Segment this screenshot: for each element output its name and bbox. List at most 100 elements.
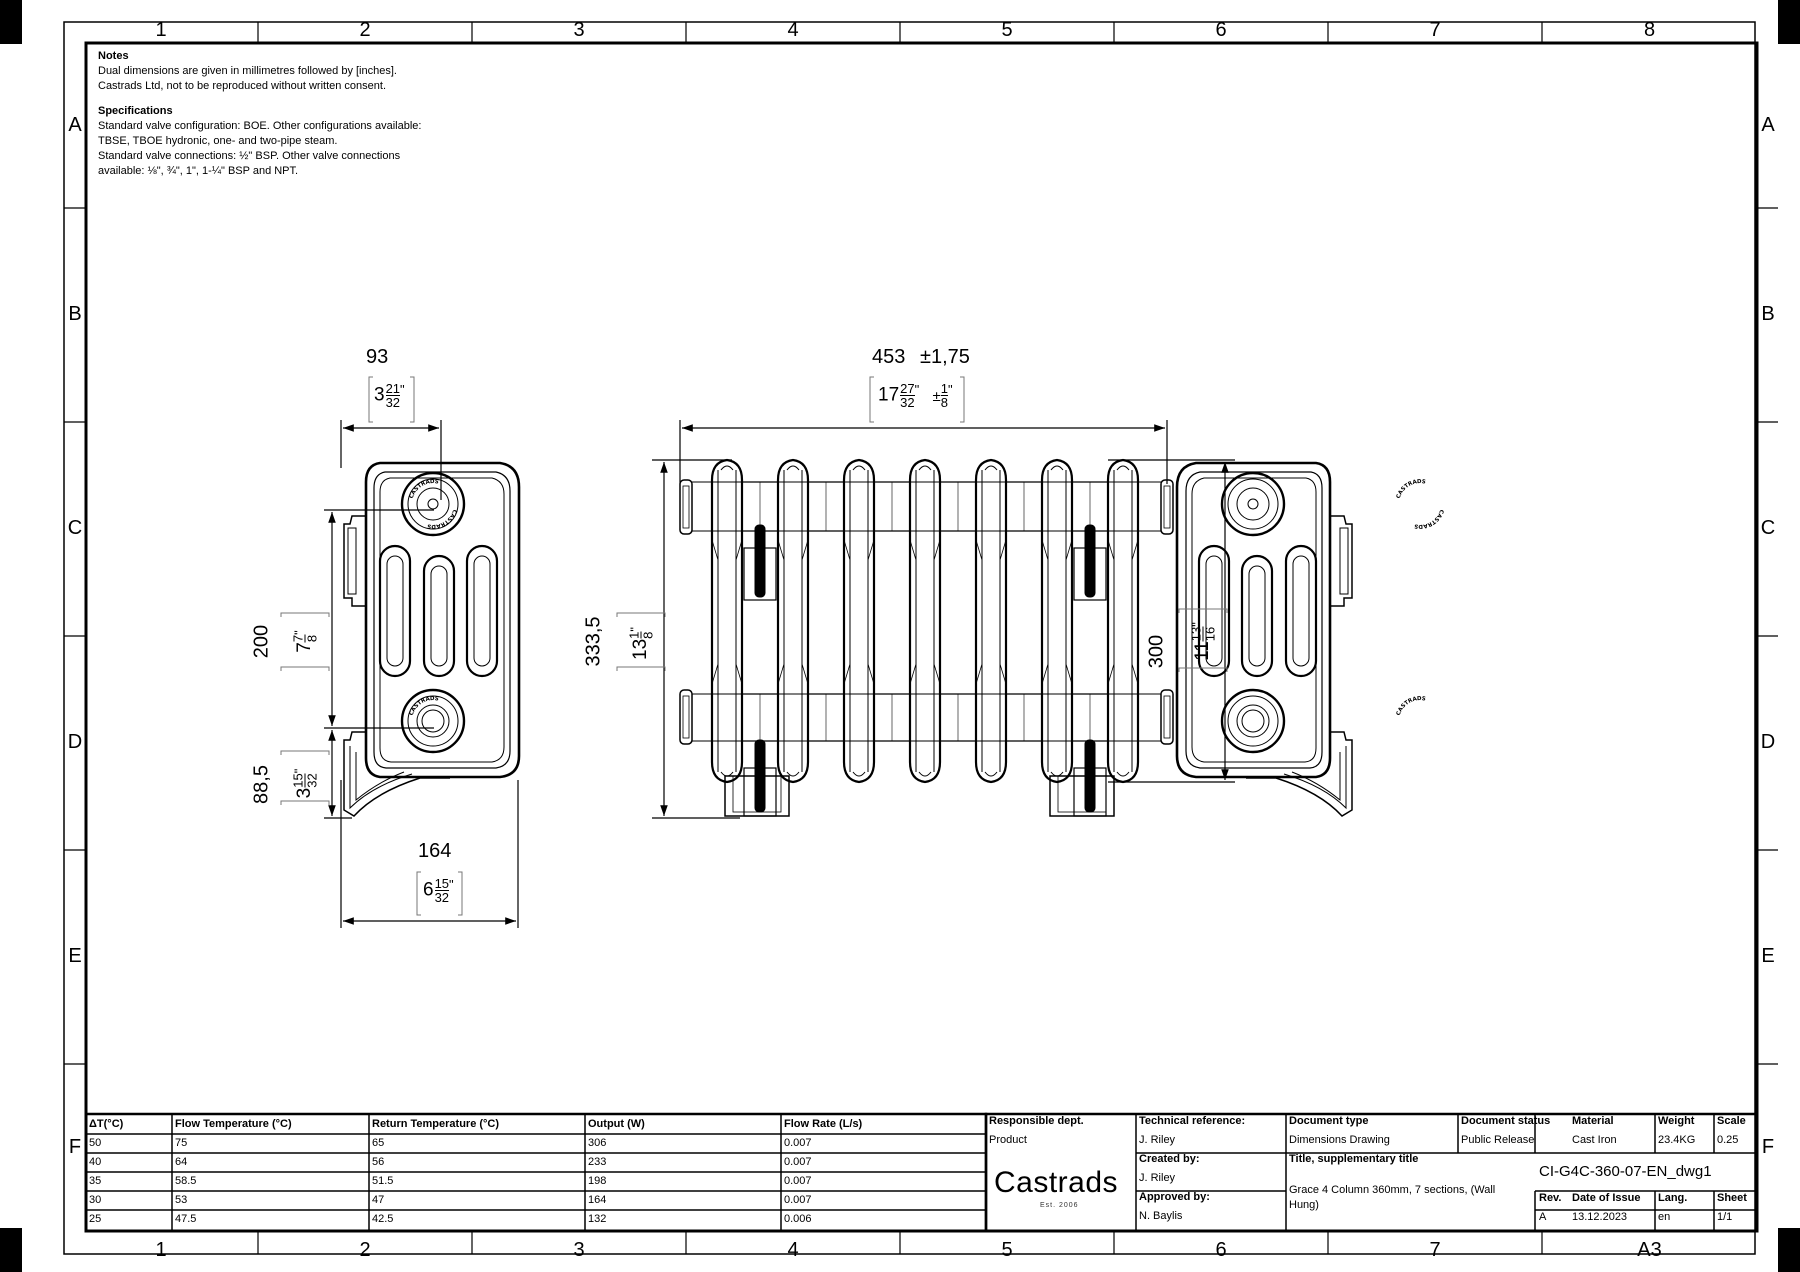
table-cell: 35 xyxy=(89,1175,102,1187)
document-type-label: Document type xyxy=(1289,1115,1369,1127)
side-view-left xyxy=(343,461,521,817)
approved-by-label: Approved by: xyxy=(1139,1191,1210,1203)
table-header-cell: ΔT(°C) xyxy=(89,1118,124,1130)
notes-line: Dual dimensions are given in millimetres… xyxy=(98,65,397,77)
document-status-label: Document status xyxy=(1461,1115,1551,1127)
table-cell: 47.5 xyxy=(175,1213,197,1225)
dim-side-width-mm: 93 xyxy=(366,346,389,368)
zone-column-label: 1 xyxy=(155,19,167,41)
drawing-number: CI-G4C-360-07-EN_dwg1 xyxy=(1539,1163,1712,1180)
sheet-value: 1/1 xyxy=(1717,1211,1733,1223)
notes-line: Castrads Ltd, not to be reproduced witho… xyxy=(98,80,386,92)
zone-column-label: 1 xyxy=(155,1239,167,1261)
zone-row-label: F xyxy=(1761,1135,1775,1158)
table-cell: 0.006 xyxy=(784,1213,812,1225)
zone-row-label: D xyxy=(67,731,83,753)
table-cell: 75 xyxy=(175,1137,188,1149)
side-view-right xyxy=(1175,461,1353,817)
table-header-cell: Output (W) xyxy=(588,1118,645,1130)
responsible-dept-label: Responsible dept. xyxy=(989,1115,1084,1127)
sheet-label: Sheet xyxy=(1717,1192,1747,1204)
table-cell: 64 xyxy=(175,1156,188,1168)
table-cell: 40 xyxy=(89,1156,102,1168)
dim-centres-mm: 200 xyxy=(250,624,273,659)
table-cell: 51.5 xyxy=(372,1175,394,1187)
zone-row-label: A xyxy=(1761,113,1775,136)
table-cell: 0.007 xyxy=(784,1156,812,1168)
zone-row-label: B xyxy=(1761,303,1775,325)
performance-table-grid xyxy=(84,1112,988,1233)
zone-column-label: 3 xyxy=(573,1239,585,1261)
table-header-cell: Flow Temperature (°C) xyxy=(175,1118,292,1130)
table-cell: 42.5 xyxy=(372,1213,394,1225)
table-cell: 198 xyxy=(588,1175,607,1187)
zone-row-label: E xyxy=(68,945,82,967)
table-cell: 0.007 xyxy=(784,1137,812,1149)
table-cell: 233 xyxy=(588,1156,607,1168)
table-cell: 58.5 xyxy=(175,1175,197,1187)
zone-column-label: 3 xyxy=(573,19,585,41)
spec-line: available: ⅛", ¾", 1", 1-¼" BSP and NPT. xyxy=(98,165,299,177)
notes-section: Notes Dual dimensions are given in milli… xyxy=(98,49,518,179)
valve-text: CASTRADS xyxy=(1414,509,1444,530)
table-cell: 164 xyxy=(588,1194,607,1206)
spec-line: Standard valve configuration: BOE. Other… xyxy=(98,120,422,132)
table-cell: 50 xyxy=(89,1137,102,1149)
language-value: en xyxy=(1658,1211,1671,1223)
table-cell: 65 xyxy=(372,1137,385,1149)
scale-label: Scale xyxy=(1717,1115,1746,1127)
scale-value: 0.25 xyxy=(1717,1134,1739,1146)
title-line-2: Hung) xyxy=(1289,1199,1319,1211)
created-by-label: Created by: xyxy=(1139,1153,1200,1165)
weight-value: 23.4KG xyxy=(1658,1134,1696,1146)
zone-column-label: 6 xyxy=(1215,1239,1227,1261)
zone-row-label: D xyxy=(1760,731,1776,753)
approved-by-value: N. Baylis xyxy=(1139,1210,1183,1222)
zone-column-label: 5 xyxy=(1001,1239,1013,1261)
dim-bottom-mm: 88,5 xyxy=(250,765,273,804)
weight-label: Weight xyxy=(1658,1115,1695,1127)
table-cell: 47 xyxy=(372,1194,385,1206)
zone-ticks xyxy=(64,22,1778,1254)
title-line-1: Grace 4 Column 360mm, 7 sections, (Wall xyxy=(1289,1184,1496,1196)
table-cell: 53 xyxy=(175,1194,188,1206)
date-of-issue-label: Date of Issue xyxy=(1572,1192,1641,1204)
technical-reference-label: Technical reference: xyxy=(1139,1115,1246,1127)
zone-row-label: B xyxy=(68,303,82,325)
notes-heading: Notes xyxy=(98,50,129,62)
castrads-logo: Castrads xyxy=(994,1166,1119,1199)
table-header-cell: Return Temperature (°C) xyxy=(372,1118,500,1130)
dim-front-width-mm: 453 xyxy=(872,346,906,368)
zone-row-label: A xyxy=(68,113,82,136)
technical-reference-value: J. Riley xyxy=(1139,1134,1176,1146)
table-header-cell: Flow Rate (L/s) xyxy=(784,1118,863,1130)
front-view xyxy=(679,458,1174,817)
dim-inner-height-mm: 300 xyxy=(1145,634,1168,669)
outer-frame xyxy=(63,21,1756,1255)
zone-row-label: E xyxy=(1761,945,1775,967)
zone-column-label: 2 xyxy=(359,1239,371,1261)
rev-label: Rev. xyxy=(1539,1192,1562,1204)
zone-column-label: 7 xyxy=(1429,1239,1441,1261)
zone-column-label: 8 xyxy=(1643,19,1656,41)
created-by-value: J. Riley xyxy=(1139,1172,1176,1184)
dim-height-mm: 333,5 xyxy=(582,616,605,667)
date-of-issue-value: 13.12.2023 xyxy=(1572,1211,1628,1223)
table-cell: 0.007 xyxy=(784,1175,812,1187)
valve-lettering: CASTRADS CASTRADS CASTRADS CASTRADS CAST… xyxy=(409,479,1444,717)
title-block-grid xyxy=(984,1112,1759,1233)
zone-column-label: 4 xyxy=(787,1239,799,1261)
table-cell: 30 xyxy=(89,1194,102,1206)
table-cell: 56 xyxy=(372,1156,385,1168)
zone-row-label: C xyxy=(1760,517,1776,539)
spec-line: TBSE, TBOE hydronic, one- and two-pipe s… xyxy=(98,135,338,147)
document-type-value: Dimensions Drawing xyxy=(1289,1134,1390,1146)
